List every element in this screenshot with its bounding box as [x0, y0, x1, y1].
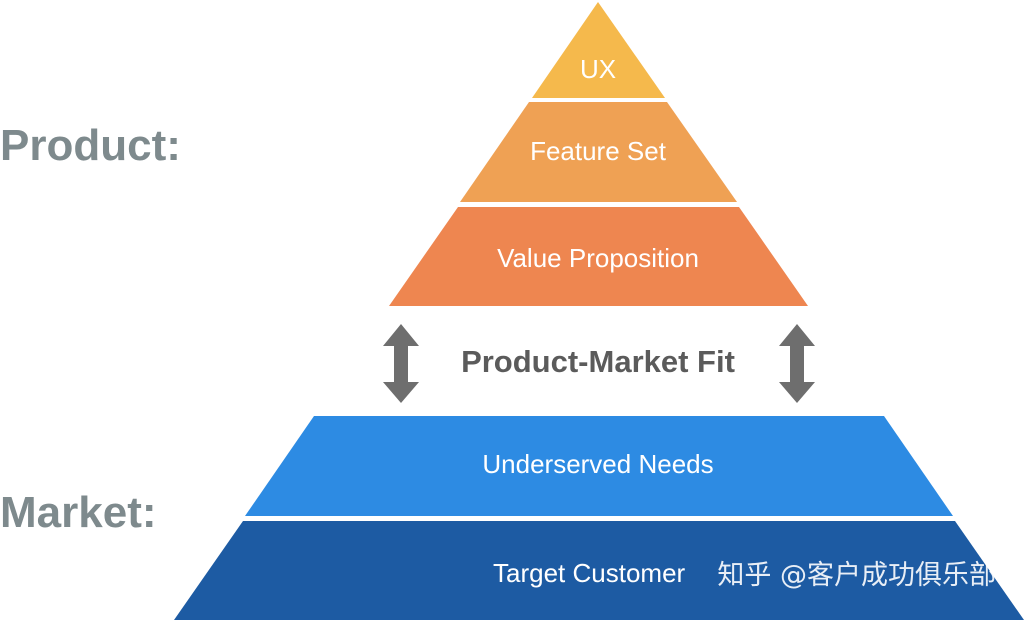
feature-set-layer-label: Feature Set	[530, 136, 667, 166]
ux-layer	[532, 2, 665, 98]
value-proposition-layer	[389, 207, 808, 306]
market-section-label: Market:	[0, 488, 157, 537]
underserved-needs-layer	[245, 416, 953, 516]
feature-set-layer	[460, 102, 737, 202]
value-proposition-layer-label: Value Proposition	[497, 243, 699, 273]
product-section-label: Product:	[0, 121, 181, 170]
right-double-arrow-icon	[779, 324, 815, 403]
product-market-fit-label: Product-Market Fit	[461, 344, 735, 379]
underserved-needs-layer-label: Underserved Needs	[482, 449, 713, 479]
target-customer-layer-label: Target Customer	[493, 558, 686, 588]
ux-layer-label: UX	[580, 54, 616, 84]
target-customer-layer	[174, 521, 1024, 620]
watermark: 知乎 @客户成功俱乐部	[717, 560, 996, 591]
left-double-arrow-icon	[383, 324, 419, 403]
